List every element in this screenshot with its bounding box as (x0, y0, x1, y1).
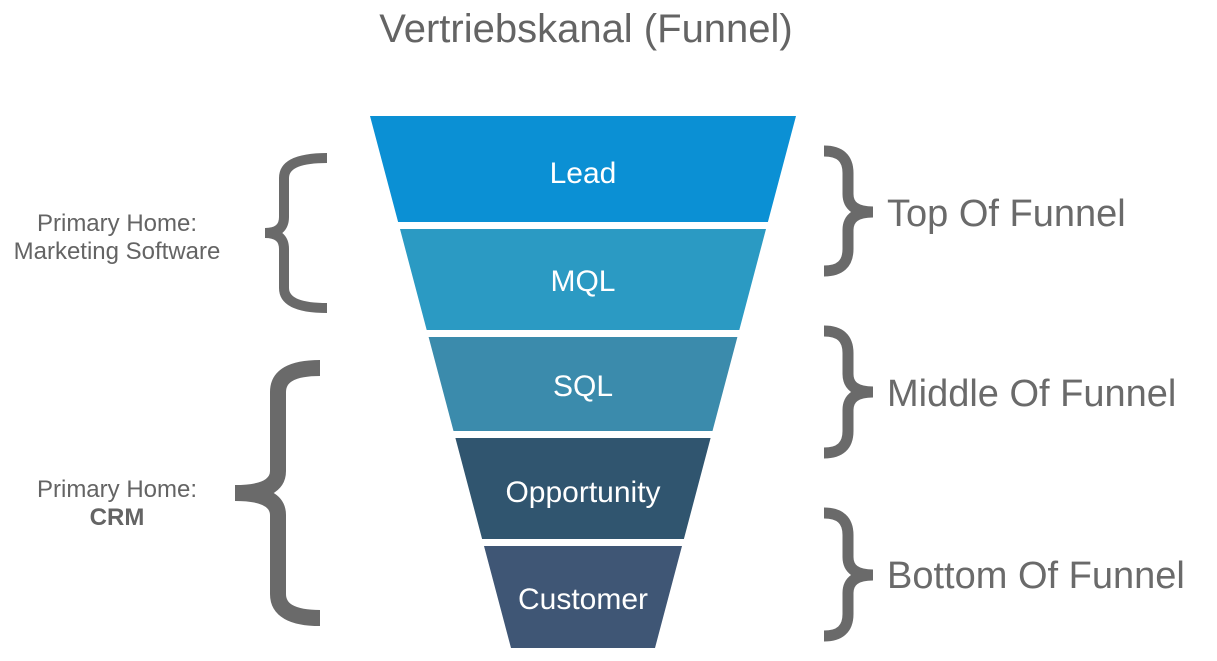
left-brace-marketing-icon (264, 153, 328, 313)
left-annotation-crm-line1: Primary Home: (37, 476, 197, 503)
right-annotation-bottom-of-funnel: Bottom Of Funnel (887, 555, 1185, 597)
funnel-segment-customer (484, 546, 682, 648)
right-brace-top-of-funnel-icon (823, 145, 874, 277)
funnel-segment-lead (370, 116, 796, 222)
funnel-segment-label-mql: MQL (550, 265, 615, 298)
right-annotation-top-of-funnel: Top Of Funnel (887, 193, 1126, 235)
right-annotation-middle-of-funnel: Middle Of Funnel (887, 373, 1176, 415)
funnel-segment-label-opportunity: Opportunity (505, 476, 660, 509)
left-brace-crm-icon (234, 360, 321, 626)
funnel-segment-label-lead: Lead (550, 157, 617, 190)
funnel-segment-sql (428, 337, 738, 431)
diagram-title: Vertriebskanal (Funnel) (379, 7, 793, 51)
funnel-segment-label-sql: SQL (553, 370, 613, 403)
left-annotation-marketing-line2: Marketing Software (14, 238, 221, 265)
left-annotation-marketing-line1: Primary Home: (37, 210, 197, 237)
funnel-segment-mql (400, 229, 766, 330)
left-annotation-crm-line2: CRM (90, 504, 145, 531)
funnel-segment-opportunity (455, 438, 711, 539)
right-brace-middle-of-funnel-icon (823, 325, 874, 459)
right-brace-bottom-of-funnel-icon (823, 507, 874, 642)
funnel-segment-label-customer: Customer (518, 583, 648, 616)
